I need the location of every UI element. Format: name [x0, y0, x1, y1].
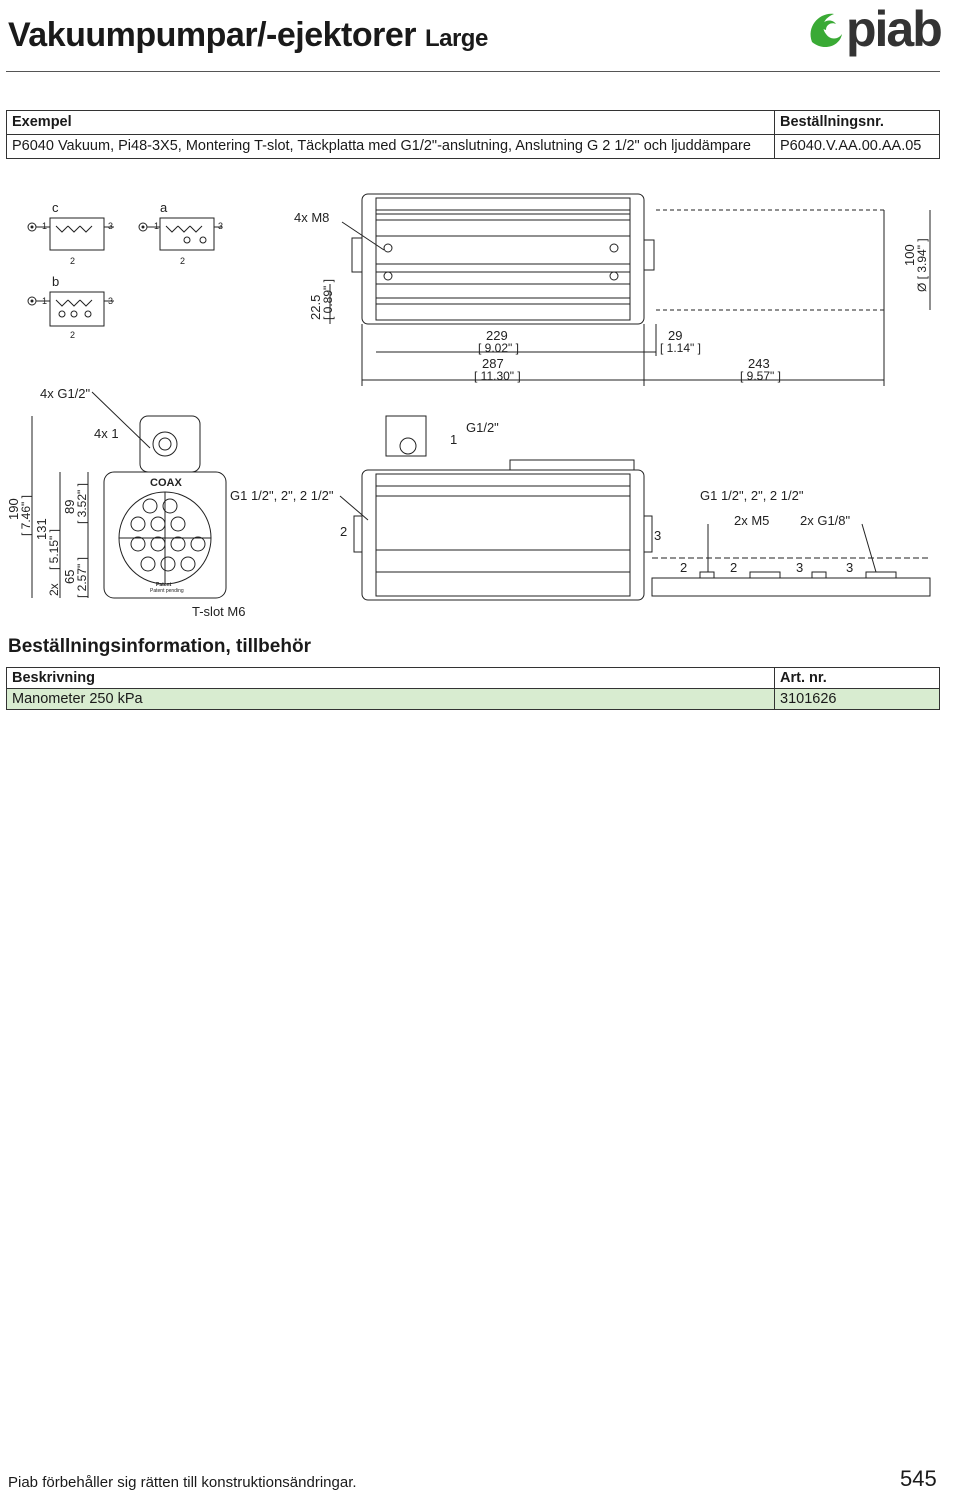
port-1-c: 1: [42, 221, 47, 231]
piab-logo: piab: [806, 1, 958, 60]
port-2-c: 2: [70, 256, 75, 266]
piab-logo-graphic: piab: [810, 1, 943, 57]
port-2-b: 2: [70, 330, 75, 340]
label-4x-m8: 4x M8: [294, 210, 329, 225]
port-3-a: 3: [218, 221, 223, 231]
art-nr-header: Art. nr.: [774, 667, 940, 689]
table-row: Manometer 250 kPa 3101626: [6, 688, 940, 710]
dim-89: 89: [62, 500, 77, 514]
pump-front-view: [91, 391, 227, 599]
dim-287: 287: [482, 356, 504, 371]
pump-top-view: [341, 193, 885, 325]
label-g12: G1/2": [466, 420, 499, 435]
port-3-b: 3: [108, 296, 113, 306]
label-g1-right: G1 1/2", 2", 2 1/2": [700, 488, 804, 503]
dim-229: 229: [486, 328, 508, 343]
symbol-a: [138, 217, 222, 251]
dim-65: 65: [62, 570, 77, 584]
pump-side-view: [339, 415, 653, 601]
dim-22-5-in: [ 0.89" ]: [321, 279, 335, 320]
accessory-art-nr: 3101626: [774, 688, 940, 710]
accessories-title: Beställningsinformation, tillbehör: [8, 636, 311, 657]
port-1-b: 1: [42, 296, 47, 306]
label-tslot: T-slot M6: [192, 604, 245, 619]
patent-label: Patent: [156, 582, 172, 588]
description-header: Beskrivning: [6, 667, 775, 689]
dim-131-in: [ 5.15" ]: [47, 529, 61, 570]
dim-243: 243: [748, 356, 770, 371]
patent-pending-label: Patent pending: [150, 588, 184, 594]
technical-drawing-svg: c a b 1 3 2 1 3 2 1 3 2 4x M8 22.5 [ 0.8…: [6, 193, 931, 619]
label-2x-m5: 2x M5: [734, 513, 769, 528]
label-g1-left: G1 1/2", 2", 2 1/2": [230, 488, 334, 503]
port-1-a: 1: [154, 221, 159, 231]
end-port-2a: 2: [680, 560, 687, 575]
end-port-3a: 3: [796, 560, 803, 575]
label-4x-g12: 4x G1/2": [40, 386, 91, 401]
dim-243-in: [ 9.57" ]: [740, 369, 781, 383]
order-number: P6040.V.AA.00.AA.05: [774, 134, 940, 159]
coax-label: COAX: [150, 477, 182, 489]
order-number-header: Beställningsnr.: [774, 110, 940, 135]
example-table: Exempel Beställningsnr. P6040 Vakuum, Pi…: [6, 110, 940, 159]
symbol-c: [27, 217, 114, 251]
label-a: a: [160, 200, 168, 215]
label-2x-g18: 2x G1/8": [800, 513, 851, 528]
end-port-3b: 3: [846, 560, 853, 575]
piab-logo-text: piab: [846, 4, 941, 57]
dim-190: 190: [6, 498, 21, 520]
example-table-row: P6040 Vakuum, Pi48-3X5, Montering T-slot…: [6, 134, 940, 159]
dim-131: 131: [34, 518, 49, 540]
label-4x-1: 4x 1: [94, 426, 119, 441]
label-port-1: 1: [450, 432, 457, 447]
dim-89-in: [ 3.52" ]: [75, 483, 89, 524]
label-c: c: [52, 200, 59, 215]
example-description: P6040 Vakuum, Pi48-3X5, Montering T-slot…: [6, 134, 775, 159]
pump-end-view: [651, 523, 931, 597]
page-number: 545: [900, 1466, 937, 1491]
technical-drawing: c a b 1 3 2 1 3 2 1 3 2 4x M8 22.5 [ 0.8…: [0, 180, 960, 620]
footer-note: Piab förbehåller sig rätten till konstru…: [8, 1474, 357, 1491]
page-title-size: Large: [424, 25, 488, 52]
accessory-description: Manometer 250 kPa: [6, 688, 775, 710]
example-header: Exempel: [6, 110, 775, 135]
dim-229-in: [ 9.02" ]: [478, 341, 519, 355]
dim-100: 100: [902, 244, 917, 266]
dim-287-in: [ 11.30" ]: [474, 369, 521, 383]
accessories-table: Beskrivning Art. nr. Manometer 250 kPa 3…: [6, 667, 940, 710]
dim-190-in: [ 7.46" ]: [19, 495, 33, 536]
symbol-b: [27, 291, 114, 327]
dim-22-5: 22.5: [308, 295, 323, 320]
dim-100-in: Ø [ 3.94" ]: [915, 238, 929, 292]
port-3-c: 3: [108, 221, 113, 231]
dim-65-in: [ 2.57" ]: [75, 557, 89, 598]
dim-29-in: [ 1.14" ]: [660, 341, 701, 355]
label-b: b: [52, 274, 59, 289]
dim-29: 29: [668, 328, 682, 343]
accessories-table-header: Beskrivning Art. nr.: [6, 667, 940, 689]
label-port-3-side: 3: [654, 528, 661, 543]
port-2-a: 2: [180, 256, 185, 266]
label-port-2-side: 2: [340, 524, 347, 539]
page-title-main: Vakuumpumpar/-ejektorer: [8, 16, 416, 54]
header-rule: [6, 71, 940, 72]
example-table-header: Exempel Beställningsnr.: [6, 110, 940, 135]
end-port-2b: 2: [730, 560, 737, 575]
dim-2x: 2x: [47, 583, 61, 596]
page-title: Vakuumpumpar/-ejektorer Large: [8, 16, 488, 55]
